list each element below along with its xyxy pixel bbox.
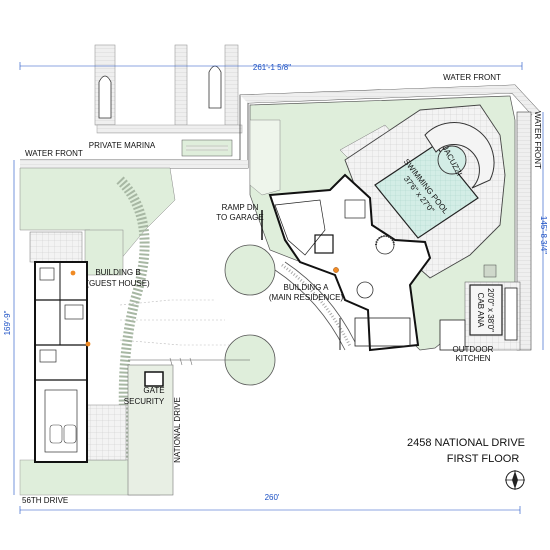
ramp-label-1: RAMP DN (222, 203, 259, 212)
dimension-bottom: 260' (265, 493, 280, 502)
garage (44, 389, 78, 453)
dimension-left: 169'-9" (3, 310, 12, 335)
private-marina-label: PRIVATE MARINA (89, 141, 156, 150)
fountain-lawn (224, 244, 276, 296)
water-front-left-label: WATER FRONT (25, 149, 83, 158)
jacuzzi-surround (424, 122, 495, 189)
entry-marker (333, 267, 339, 273)
dimensions (13, 62, 544, 514)
cabana-label-1: CAB ANA (476, 293, 485, 328)
marina (94, 44, 243, 157)
south-lawn (19, 459, 131, 496)
hedge-row (116, 176, 150, 460)
building-a-label-1: BUILDING A (284, 283, 330, 292)
dimension-right: 145'-8 3/4" (539, 216, 548, 254)
main-residence-outline (268, 173, 432, 352)
marina-boardwalk (96, 124, 243, 134)
ramp-label-2: TO GARAGE (216, 213, 263, 222)
waterfront-walk-left (20, 160, 248, 168)
water-front-top-label: WATER FRONT (443, 73, 501, 82)
national-drive-label: NATIONAL DRIVE (173, 397, 182, 463)
room (314, 234, 334, 254)
building-a-label-2: (MAIN RESIDENCE) (269, 293, 344, 302)
guest-terrace (29, 231, 83, 263)
pier-right (224, 44, 239, 131)
outdoor-kitchen (439, 319, 466, 351)
compass-icon (505, 470, 525, 490)
pier-middle (174, 44, 188, 131)
car-icon (49, 424, 63, 444)
boat-icon (98, 75, 112, 119)
car-icon (63, 424, 77, 444)
cabana-label-2: 20'0" x 38'0" (486, 288, 495, 332)
waterfront-walk-top (240, 85, 540, 115)
entry-marker (70, 270, 76, 276)
building-b-label-1: BUILDING B (95, 268, 140, 277)
cabana-service (504, 287, 518, 341)
street-56th-label: 56TH DRIVE (22, 496, 68, 505)
dimension-top: 261'-1 5/8" (253, 63, 291, 72)
water-front-right-label: WATER FRONT (533, 111, 542, 169)
outdoor-label-2: KITCHEN (455, 354, 490, 363)
gate-security-booth (144, 371, 164, 387)
building-a (261, 173, 432, 352)
cabana (469, 284, 503, 336)
boat-icon (208, 65, 222, 109)
outdoor-label-1: OUTDOOR (453, 345, 494, 354)
gate-label-1: GATE (143, 386, 164, 395)
plan-address: 2458 NATIONAL DRIVE (407, 437, 525, 449)
gate-label-2: SECURITY (124, 397, 165, 406)
building-b (29, 231, 91, 463)
driveway-paving (85, 404, 127, 461)
jacuzzi (437, 145, 467, 175)
waterfront-walk-right (516, 111, 532, 351)
building-b-label-2: (GUEST HOUSE) (86, 279, 150, 288)
plan-floor: FIRST FLOOR (447, 453, 520, 465)
entry-marker (85, 341, 91, 347)
